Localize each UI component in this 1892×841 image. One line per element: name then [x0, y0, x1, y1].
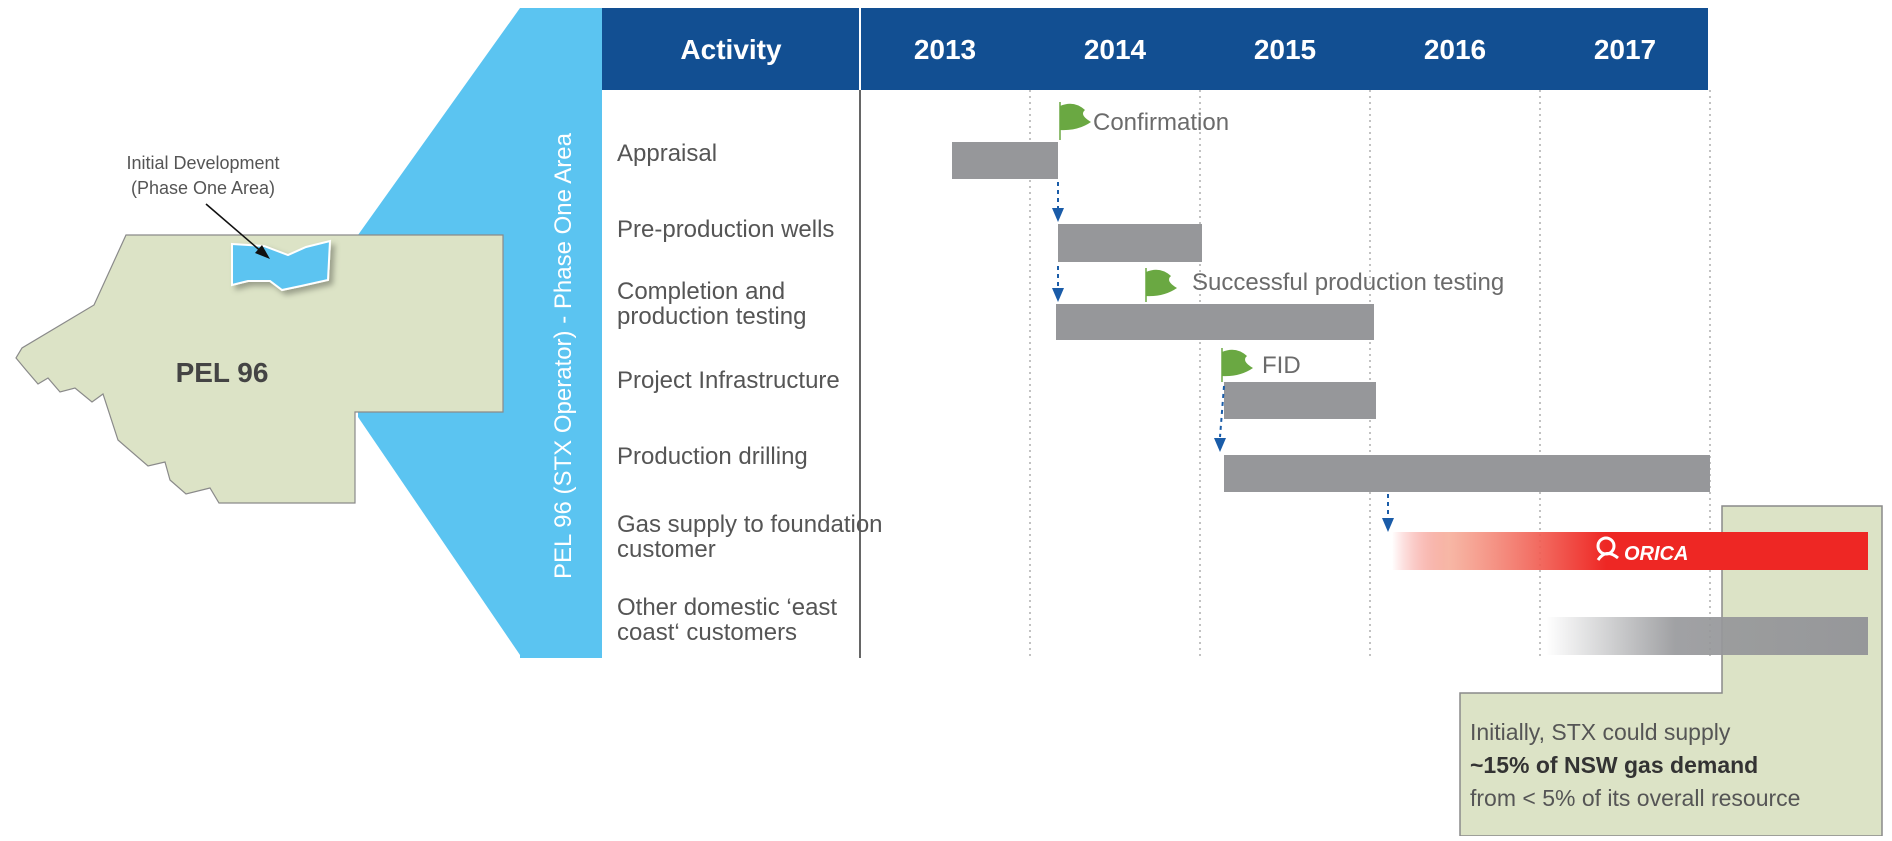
pel96-map-region	[15, 234, 504, 504]
map-region-label: PEL 96	[176, 357, 269, 388]
bar-other-customers	[1546, 617, 1868, 655]
orica-logo-text: ORICA	[1624, 543, 1688, 565]
callout-arrowhead-icon	[255, 245, 270, 259]
year-2016: 2016	[1424, 34, 1486, 65]
arrowhead-3-icon	[1214, 438, 1226, 452]
bar-appraisal	[952, 142, 1058, 179]
note-line1: Initially, STX could supply	[1470, 719, 1731, 745]
year-2015: 2015	[1254, 34, 1316, 65]
orica-logo: ORICA	[1596, 536, 1688, 565]
arrowhead-4-icon	[1382, 518, 1394, 532]
side-label-panel	[520, 8, 602, 658]
green-flag-icon	[1060, 103, 1091, 131]
map-callout-line1: Initial Development	[126, 153, 279, 173]
green-flag-icon	[1146, 269, 1177, 297]
dependency-arrowheads	[1052, 208, 1394, 532]
arrowhead-1-icon	[1052, 208, 1064, 222]
activity-completion-line1: Completion and	[617, 278, 785, 305]
milestone-confirmation-label: Confirmation	[1093, 109, 1229, 136]
milestone-production-testing: Successful production testing	[1145, 268, 1504, 302]
bar-gas-supply-orica	[1392, 532, 1868, 570]
activity-completion-line2: production testing	[617, 303, 806, 330]
year-2014: 2014	[1084, 34, 1147, 65]
activity-header: Activity	[680, 34, 782, 65]
year-2017: 2017	[1594, 34, 1656, 65]
bar-project-infrastructure	[1224, 382, 1376, 419]
activity-gas-supply-line2: customer	[617, 536, 716, 563]
side-label: PEL 96 (STX Operator) - Phase One Area	[550, 132, 577, 579]
dependency-arrows	[1057, 182, 1389, 519]
activity-project-infrastructure: Project Infrastructure	[617, 367, 840, 394]
activity-pre-production-wells: Pre-production wells	[617, 216, 834, 243]
arrowhead-2-icon	[1052, 288, 1064, 302]
milestone-fid: FID	[1221, 348, 1301, 382]
milestone-production-testing-label: Successful production testing	[1192, 269, 1504, 296]
callout-arrow	[205, 203, 264, 254]
note-line3: from < 5% of its overall resource	[1470, 785, 1800, 811]
orica-logo-icon	[1596, 536, 1619, 561]
table-header	[602, 8, 1708, 90]
activity-production-drilling: Production drilling	[617, 443, 808, 470]
activity-other-customers-line2: coast‘ customers	[617, 619, 797, 646]
bar-completion-testing	[1056, 304, 1374, 340]
activity-other-customers-line1: Other domestic ‘east	[617, 594, 837, 621]
year-gridlines	[1029, 90, 1711, 658]
bar-production-drilling	[1224, 455, 1710, 492]
map-callout-line2: (Phase One Area)	[131, 178, 275, 198]
green-flag-icon	[1222, 349, 1253, 377]
bar-pre-production-wells	[1058, 224, 1202, 262]
year-2013: 2013	[914, 34, 976, 65]
dependency-line-3	[1219, 385, 1225, 438]
note-line2: ~15% of NSW gas demand	[1470, 752, 1758, 778]
milestone-confirmation: Confirmation	[1059, 102, 1229, 140]
milestone-fid-label: FID	[1262, 352, 1301, 379]
activity-gas-supply-line1: Gas supply to foundation	[617, 511, 883, 538]
activity-appraisal: Appraisal	[617, 140, 717, 167]
